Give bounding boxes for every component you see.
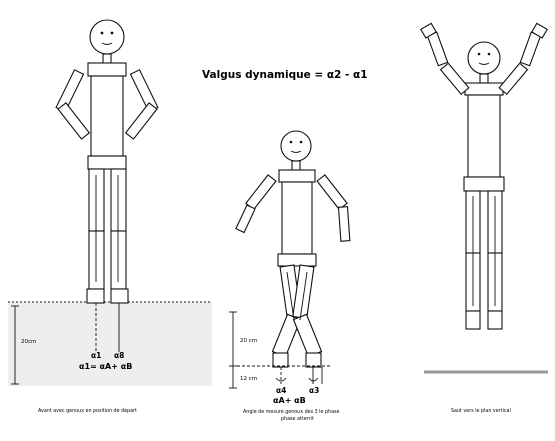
right-foot [488,311,502,329]
angle-label-b: α8 [114,351,124,360]
right-forearm [126,103,157,139]
shoulders [279,170,315,182]
left-foot [87,289,104,303]
left-shin [89,231,104,289]
hips [464,177,504,191]
right-upper-arm [317,175,347,210]
right-thigh [111,169,126,231]
figure-standing: 20cm α1 α8 α1= αA+ αB A [8,20,212,414]
angle-formula: α1= αA+ αB [79,362,132,371]
head [281,131,311,161]
caption-line-1: Angle de mesure genoux des 3 le phase [243,409,340,415]
torso [282,182,312,254]
right-thigh [293,265,314,318]
left-foot [273,353,288,367]
shoulders [465,83,503,95]
height-label-upper: 20 cm [240,338,257,344]
head [468,42,500,74]
right-shin [294,314,322,356]
floor-zone [8,302,212,386]
height-label-lower: 12 cm [240,376,257,382]
left-upper-arm [246,175,276,210]
angle-label-b: α3 [309,386,319,395]
left-thigh [89,169,104,231]
angle-label-a: α1 [91,351,101,360]
height-label: 20cm [21,339,36,345]
left-forearm [58,103,89,139]
figure-landing: 20 cm 12 cm α4 α3 αA+ αB Angle de mesure… [229,131,350,422]
caption: Saut vers le plan vertical [451,408,511,414]
hips [88,156,126,169]
right-upper-arm [131,70,158,112]
angle-label-a: α4 [276,386,286,395]
right-forearm [520,32,540,65]
caption: Avant avec genoux en position de départ [38,407,137,414]
shoulders [88,63,126,76]
right-foot [111,289,128,303]
right-upper-arm [499,63,527,94]
left-forearm [236,205,255,232]
right-foot [306,353,321,367]
right-forearm [339,207,350,242]
caption-line-2: phase atterrit [281,416,314,422]
torso [91,76,123,156]
left-upper-arm [441,63,469,94]
figure-jump: Saut vers le plan vertical [421,23,548,414]
torso [468,95,500,177]
left-foot [466,311,480,329]
hips [278,254,316,266]
angle-formula: αA+ αB [273,396,306,405]
left-upper-arm [56,70,83,112]
diagram-title: Valgus dynamique = α2 - α1 [202,69,368,81]
right-shin [111,231,126,289]
head [90,20,124,54]
left-forearm [427,32,447,65]
